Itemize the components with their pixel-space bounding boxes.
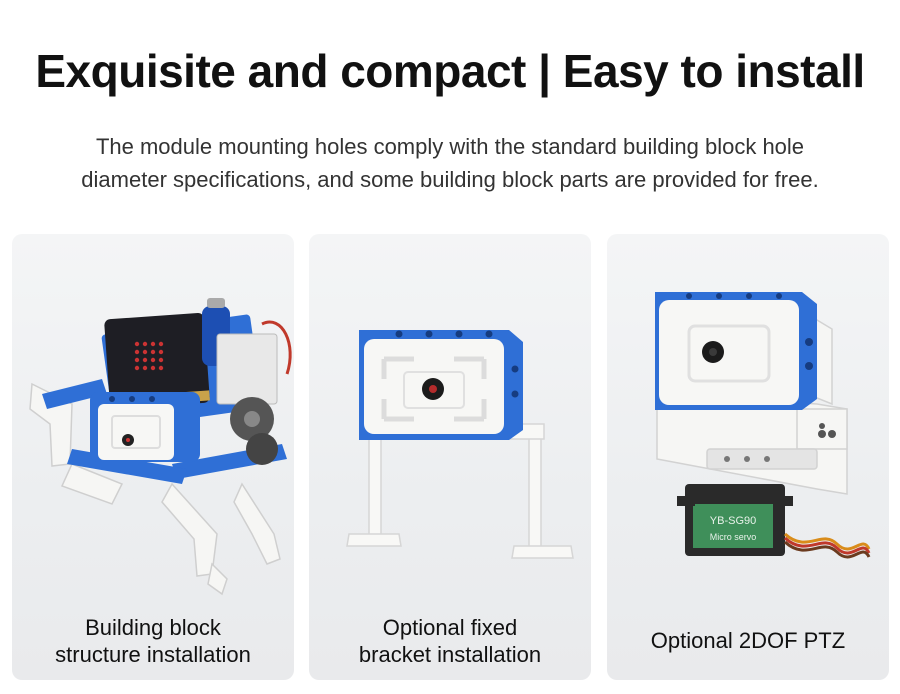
subtitle-line-1: The module mounting holes comply with th…	[95, 134, 805, 159]
robot-illustration	[29, 298, 292, 596]
page-subtitle: The module mounting holes comply with th…	[40, 130, 860, 196]
camera-module	[90, 392, 200, 462]
camera-module	[655, 292, 817, 410]
bracket	[346, 423, 574, 559]
card-2dof-ptz: YB-SG90 Micro servo Optional 2DOF PTZ	[607, 234, 889, 680]
card-building-block: Building block structure installation	[12, 234, 294, 680]
caption-line-2: structure installation	[55, 642, 251, 667]
bracket-illustration	[346, 330, 574, 559]
subtitle-line-2: diameter specifications, and some buildi…	[81, 167, 819, 192]
card-fixed-bracket: Optional fixed bracket installation	[309, 234, 591, 680]
card-caption: Optional fixed bracket installation	[309, 614, 591, 668]
servo-motor: YB-SG90 Micro servo	[677, 484, 871, 559]
caption-line-1: Building block	[85, 615, 221, 640]
card-caption: Building block structure installation	[12, 614, 294, 668]
camera-module	[359, 330, 523, 440]
caption-line-2: bracket installation	[358, 642, 542, 667]
servo-sublabel: Micro servo	[710, 532, 757, 542]
card-caption: Optional 2DOF PTZ	[650, 628, 846, 653]
ptz-illustration: YB-SG90 Micro servo	[655, 292, 871, 559]
page-title: Exquisite and compact | Easy to install	[35, 45, 865, 97]
servo-label: YB-SG90	[710, 515, 756, 527]
caption-line-1: Optional fixed	[382, 615, 518, 640]
